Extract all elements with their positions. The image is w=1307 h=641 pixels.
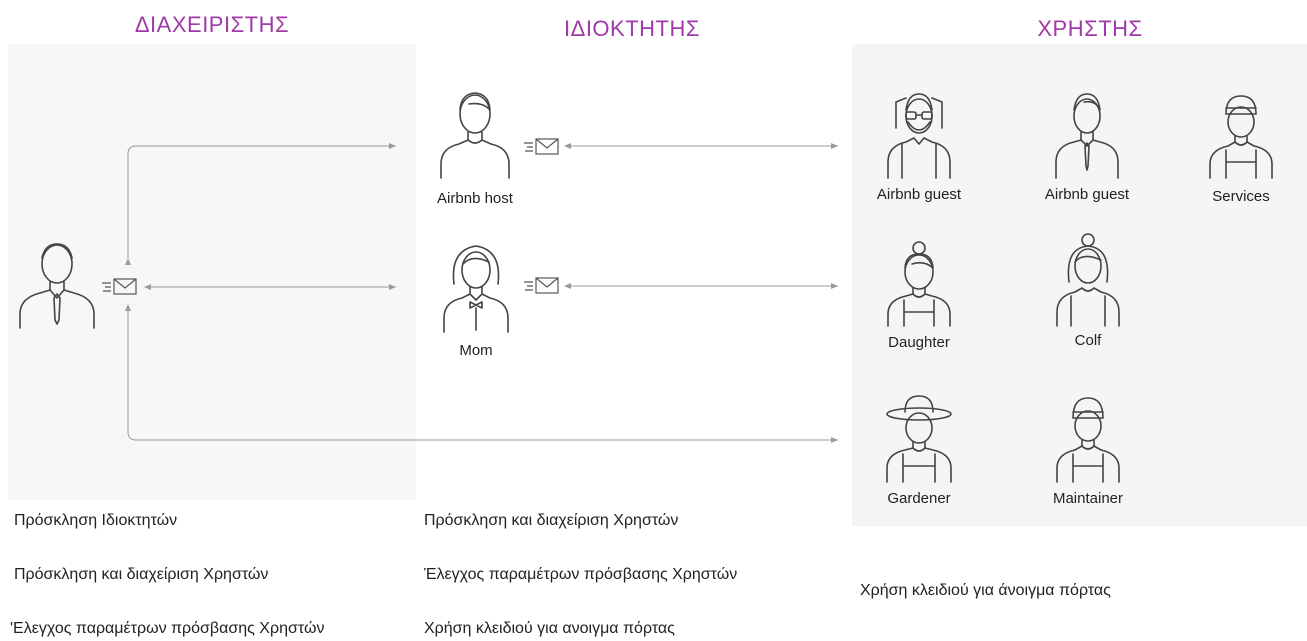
admin-to-users-line <box>125 304 838 443</box>
user-colf: Colf <box>1040 232 1136 349</box>
owner-column-title: ΙΔΙΟΚΤΗΤΗΣ <box>564 16 700 41</box>
owner-description-line: Πρόσκληση και διαχείριση Χρηστών <box>424 512 679 529</box>
mail-icon <box>524 277 559 294</box>
woman-long-hair-icon <box>1056 233 1120 327</box>
hiker-with-backpack-icon <box>887 93 951 179</box>
owner-airbnb-host: Airbnb host <box>420 86 530 207</box>
user-label: Colf <box>1074 332 1102 349</box>
gardener-hat-icon <box>886 395 952 483</box>
admin-description-line: Πρόσκληση και διαχείριση Χρηστών <box>14 566 269 583</box>
admin-description-line: 'Ελεγχος παραμέτρων πρόσβασης Χρηστών <box>10 620 325 637</box>
user-label: Gardener <box>887 490 951 507</box>
user-airbnb-guest-1: Airbnb guest <box>862 88 976 203</box>
user-label: Daughter <box>888 334 950 351</box>
woman-icon <box>443 245 509 333</box>
owner-label: Airbnb host <box>437 190 513 207</box>
admin-person <box>12 236 102 332</box>
user-description-line: Χρήση κλειδιού για άνοιγμα πόρτας <box>860 582 1111 599</box>
user-label: Airbnb guest <box>876 186 962 203</box>
user-airbnb-guest-2: Airbnb guest <box>1030 88 1144 203</box>
admin-description-line: Πρόσκληση Ιδιοκτητών <box>14 512 178 529</box>
user-services: Services <box>1196 90 1286 205</box>
owner-description-line: Χρήση κλειδιού για ανοιγμα πόρτας <box>424 620 675 637</box>
host-invite-envelope <box>522 136 562 163</box>
businessman-icon <box>19 243 95 329</box>
worker-cap-icon <box>1209 95 1273 179</box>
admin-invite-envelope <box>100 276 140 303</box>
owner-label: Mom <box>459 342 493 359</box>
businessman-icon <box>1055 93 1119 179</box>
user-label: Services <box>1212 188 1270 205</box>
user-gardener: Gardener <box>866 392 972 507</box>
user-column-title: ΧΡΗΣΤΗΣ <box>1037 16 1143 41</box>
woman-bun-icon <box>887 241 951 327</box>
admin-column-title: ΔΙΑΧΕΙΡΙΣΤΗΣ <box>134 12 290 37</box>
mom-invite-envelope <box>522 275 562 302</box>
worker-cap-icon <box>1056 397 1120 483</box>
person-icon <box>440 92 510 179</box>
admin-trunk-line <box>125 143 396 265</box>
user-maintainer: Maintainer <box>1036 392 1140 507</box>
owner-mom: Mom <box>428 240 524 359</box>
user-daughter: Daughter <box>866 238 972 351</box>
owner-description-line: Έλεγχος παραμέτρων πρόσβασης Χρηστών <box>424 566 738 583</box>
mail-icon <box>102 278 137 295</box>
user-label: Maintainer <box>1052 490 1124 507</box>
user-label: Airbnb guest <box>1044 186 1130 203</box>
mail-icon <box>524 138 559 155</box>
